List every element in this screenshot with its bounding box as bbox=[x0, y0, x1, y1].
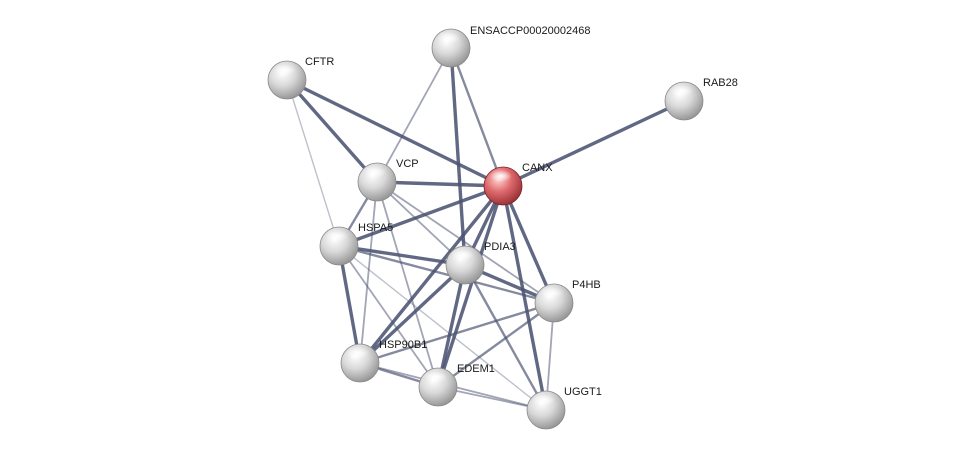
node-edem1[interactable]: EDEM1 bbox=[418, 363, 495, 407]
node-ensaccp[interactable]: ENSACCP00020002468 bbox=[431, 25, 590, 68]
node-highlight-pdia3 bbox=[452, 249, 474, 261]
node-label-rab28: RAB28 bbox=[703, 77, 738, 89]
edge-ensaccp-pdia3[interactable] bbox=[449, 46, 467, 267]
node-highlight-rab28 bbox=[671, 85, 693, 97]
node-canx[interactable]: CANX bbox=[483, 162, 553, 206]
edge-canx-uggt1[interactable] bbox=[501, 184, 548, 412]
edge-canx-p4hb[interactable] bbox=[501, 184, 556, 305]
node-uggt1[interactable]: UGGT1 bbox=[526, 386, 602, 430]
node-highlight-p4hb bbox=[541, 287, 563, 299]
edge-cftr-vcp[interactable] bbox=[285, 78, 379, 184]
edge-cftr-hspa5[interactable] bbox=[286, 79, 340, 247]
node-label-ensaccp: ENSACCP00020002468 bbox=[470, 25, 590, 37]
edge-canx-edem1[interactable] bbox=[436, 184, 505, 389]
node-highlight-vcp bbox=[364, 166, 386, 178]
edge-hspa5-hsp90b1[interactable] bbox=[337, 244, 362, 365]
node-label-edem1: EDEM1 bbox=[457, 363, 495, 375]
edge-canx-hsp90b1[interactable] bbox=[358, 184, 505, 365]
edge-hspa5-p4hb[interactable] bbox=[337, 244, 556, 305]
edge-p4hb-hsp90b1[interactable] bbox=[358, 301, 556, 365]
edge-canx-rab28[interactable] bbox=[501, 99, 686, 188]
edge-vcp-pdia3[interactable] bbox=[376, 181, 466, 266]
node-label-vcp: VCP bbox=[396, 158, 419, 170]
node-rab28[interactable]: RAB28 bbox=[664, 77, 738, 121]
node-highlight-hsp90b1 bbox=[347, 347, 369, 359]
edge-vcp-edem1[interactable] bbox=[376, 181, 439, 388]
edge-vcp-p4hb[interactable] bbox=[376, 181, 555, 304]
node-label-pdia3: PDIA3 bbox=[484, 241, 516, 253]
edge-canx-vcp[interactable] bbox=[375, 180, 505, 188]
edge-hspa5-pdia3[interactable] bbox=[337, 244, 467, 267]
edge-pdia3-hsp90b1[interactable] bbox=[358, 263, 467, 365]
node-highlight-canx bbox=[490, 170, 512, 182]
edge-vcp-hsp90b1[interactable] bbox=[359, 181, 378, 364]
node-highlight-edem1 bbox=[425, 371, 447, 383]
node-label-hsp90b1: HSP90B1 bbox=[379, 339, 427, 351]
node-highlight-cftr bbox=[274, 64, 296, 76]
edge-hspa5-uggt1[interactable] bbox=[338, 245, 547, 411]
node-vcp[interactable]: VCP bbox=[357, 158, 419, 202]
edge-canx-hspa5[interactable] bbox=[337, 184, 505, 248]
node-highlight-ensaccp bbox=[438, 32, 460, 44]
node-pdia3[interactable]: PDIA3 bbox=[445, 241, 516, 285]
edge-canx-ensaccp[interactable] bbox=[449, 46, 505, 188]
node-highlight-uggt1 bbox=[533, 394, 555, 406]
node-label-uggt1: UGGT1 bbox=[564, 386, 602, 398]
node-label-canx: CANX bbox=[522, 162, 553, 174]
edge-p4hb-edem1[interactable] bbox=[436, 301, 556, 389]
edge-ensaccp-vcp[interactable] bbox=[376, 47, 452, 183]
node-hsp90b1[interactable]: HSP90B1 bbox=[340, 339, 427, 383]
node-hspa5[interactable]: HSPA5 bbox=[319, 222, 393, 266]
edge-pdia3-edem1[interactable] bbox=[436, 263, 467, 389]
edge-hspa5-edem1[interactable] bbox=[338, 245, 439, 388]
node-p4hb[interactable]: P4HB bbox=[534, 279, 601, 323]
node-label-p4hb: P4HB bbox=[572, 279, 601, 291]
node-highlight-hspa5 bbox=[326, 230, 348, 242]
node-label-hspa5: HSPA5 bbox=[358, 222, 393, 234]
node-cftr[interactable]: CFTR bbox=[267, 56, 334, 100]
edge-canx-cftr[interactable] bbox=[285, 78, 505, 188]
node-label-cftr: CFTR bbox=[305, 56, 334, 68]
